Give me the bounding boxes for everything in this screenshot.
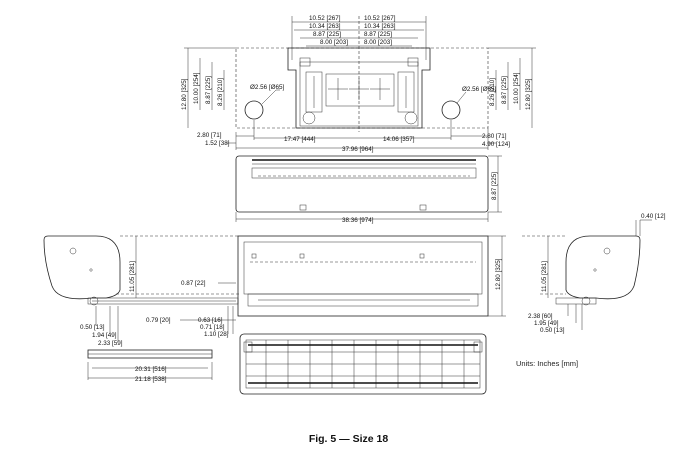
dim-top-8-87-left: 8.87 [225] [313,31,341,38]
dim-lside-1-10: 1.10 [28] [204,331,229,338]
dim-right-8-26: 8.26 [210] [489,78,496,106]
dim-bottom-4-90: 4.90 [124] [482,141,510,148]
dim-bottom-2-80-right: 2.80 [71] [482,133,507,140]
right-side-view: 0.40 [12] 11.05 [281] 2.38 [60] 1.95 [49… [522,213,666,334]
mounting-plate-view: 10.52 [267] 10.52 [267] 10.34 [263] 10.3… [181,15,536,153]
front-view: 8.87 [225] 38.36 [974] [235,155,502,224]
dim-lside-0-50: 0.50 [13] [80,324,105,331]
units-note: Units: Inches [mm] [516,359,579,368]
dim-lside-0-79: 0.79 [20] [146,317,171,324]
dim-front-38-36: 38.36 [974] [342,217,374,224]
dim-bottom-37-96: 37.96 [964] [342,146,374,153]
dim-top-8-00-right: 8.00 [203] [364,39,392,46]
left-side-view: 11.05 [281] 0.87 [22] 0.79 [20] 0.63 [16… [43,235,240,383]
dim-left-8-26: 8.26 [210] [217,78,224,106]
dim-left-10-00: 10.00 [254] [193,72,200,104]
dim-left-8-87: 8.87 [225] [205,76,212,104]
rear-view: 12.80 [325] [237,235,506,317]
dim-lside-1-94: 1.94 [49] [92,332,117,339]
dim-rside-2-38: 2.38 [60] [528,313,553,320]
dim-top-10-52-left: 10.52 [267] [309,15,341,22]
dim-pipe-20-31: 20.31 [516] [135,366,167,373]
wall-hole-left [244,100,264,120]
dim-hole-right: Ø2.56 [Ø65] [462,86,497,93]
dim-right-8-87: 8.87 [225] [501,76,508,104]
dim-pipe-21-18: 21.18 [538] [135,376,167,383]
figure-caption: Fig. 5 — Size 18 [308,433,389,445]
dim-hole-left: Ø2.56 [Ø65] [250,84,285,91]
dim-top-8-00-left: 8.00 [203] [320,39,348,46]
dim-rside-1-95: 1.95 [49] [534,320,559,327]
dim-bottom-14-06: 14.06 [357] [383,136,415,143]
dim-bottom-2-80-left: 2.80 [71] [197,132,222,139]
dim-bottom-17-47: 17.47 [444] [284,136,316,143]
dim-front-8-87: 8.87 [225] [491,172,498,200]
bottom-view [239,333,487,395]
dim-body-12-80: 12.80 [325] [495,258,502,290]
dim-top-10-52-right: 10.52 [267] [364,15,396,22]
dim-right-12-80: 12.80 [325] [525,78,532,110]
dim-top-8-87-right: 8.87 [225] [364,31,392,38]
dim-rside-11-05: 11.05 [281] [541,261,548,292]
dim-right-10-00: 10.00 [254] [513,72,520,104]
dim-lside-0-63: 0.63 [16] [198,317,223,324]
dim-bottom-1-52: 1.52 [38] [205,140,230,147]
dim-lside-0-87: 0.87 [22] [181,280,206,287]
dim-rside-0-50: 0.50 [13] [540,327,565,334]
dim-lside-11-05: 11.05 [281] [129,261,136,292]
dim-rside-0-40: 0.40 [12] [641,213,666,220]
dim-lside-0-71: 0.71 [18] [200,324,225,331]
dim-top-10-34-right: 10.34 [263] [364,23,396,30]
wall-hole-right [441,100,461,120]
dim-left-12-80: 12.80 [325] [181,78,188,110]
dim-top-10-34-left: 10.34 [263] [309,23,341,30]
dim-lside-2-33: 2.33 [59] [98,340,123,347]
